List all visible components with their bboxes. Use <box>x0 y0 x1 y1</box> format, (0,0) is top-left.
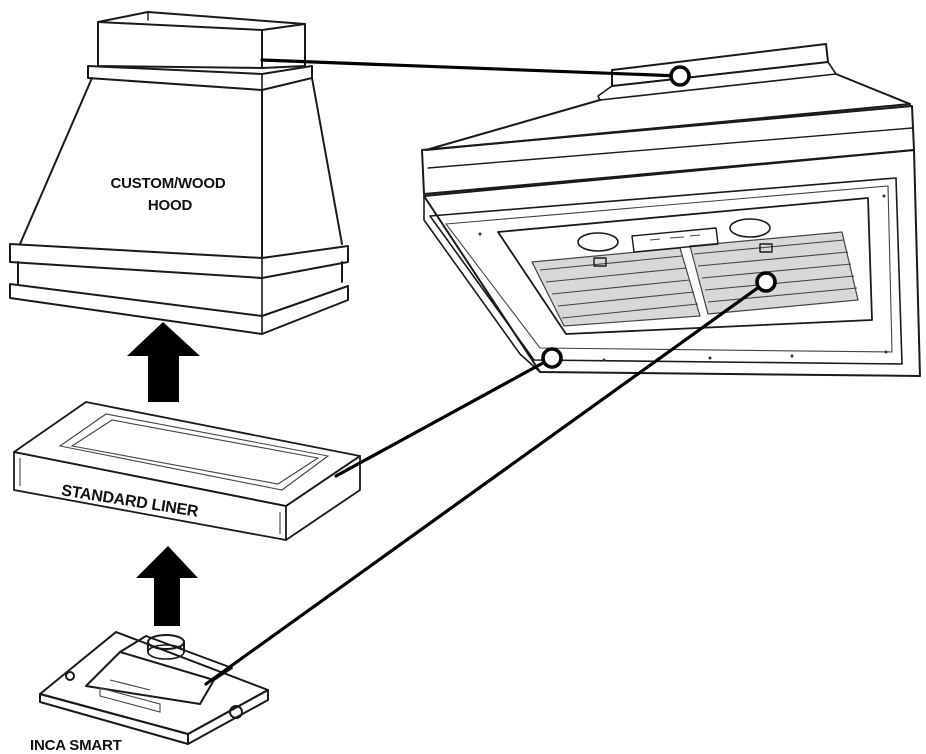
assembled-hood <box>421 43 921 377</box>
up-arrow-icon <box>136 546 198 626</box>
right-filter <box>689 231 859 315</box>
custom-hood-label-line2: HOOD <box>148 197 193 214</box>
callout-dot-icon <box>755 271 777 293</box>
callout-dot-icon <box>541 347 563 369</box>
custom-hood-label-line1: CUSTOM/WOOD <box>110 175 225 192</box>
standard-liner-label: STANDARD LINER <box>60 482 200 521</box>
custom-wood-hood: CUSTOM/WOOD HOOD <box>9 11 349 335</box>
callout-lines <box>204 58 777 686</box>
standard-liner: STANDARD LINER <box>13 401 361 541</box>
up-arrow-icon <box>127 322 200 402</box>
insert-label: INCA SMART <box>30 737 122 754</box>
inca-smart-insert: INCA SMART <box>30 631 269 754</box>
callout-dot-icon <box>669 65 691 87</box>
